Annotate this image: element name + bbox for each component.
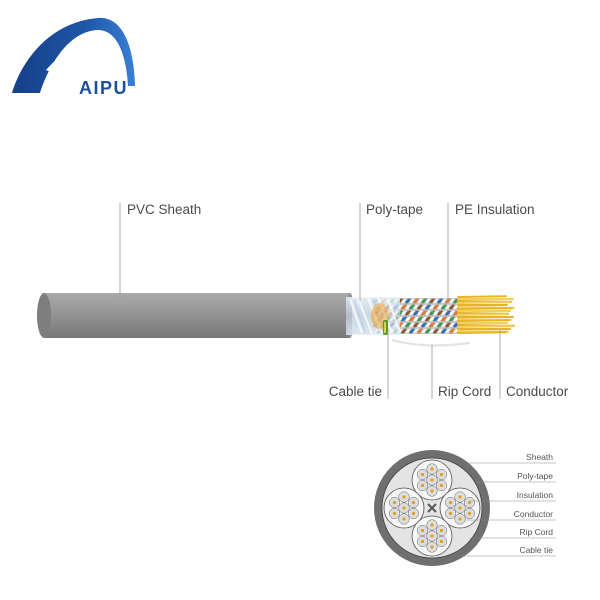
cross-section-conductor bbox=[430, 467, 434, 471]
label-rip-cord: Rip Cord bbox=[438, 384, 491, 399]
cross-section-conductor bbox=[430, 545, 434, 549]
conductor-strand bbox=[457, 301, 510, 304]
conductor-strand bbox=[457, 331, 507, 334]
cross-section-conductor bbox=[439, 472, 444, 477]
cross-section-pairs bbox=[383, 459, 481, 557]
cross-section-conductor bbox=[402, 517, 406, 521]
label-pvc-sheath: PVC Sheath bbox=[127, 202, 201, 217]
pvc-sheath-left-end bbox=[37, 293, 51, 338]
cross-section-conductor bbox=[402, 506, 406, 510]
conductor-strand bbox=[457, 325, 513, 328]
cross-section-conductor bbox=[430, 534, 434, 538]
xs-label-conductor: Conductor bbox=[514, 509, 553, 519]
xs-label-poly-tape: Poly-tape bbox=[517, 471, 553, 481]
conductors bbox=[457, 295, 515, 334]
cross-section-conductor bbox=[411, 511, 416, 516]
cross-section-conductor bbox=[402, 495, 406, 499]
xs-label-cable-tie: Cable tie bbox=[519, 545, 553, 555]
cross-section-conductor bbox=[439, 483, 444, 488]
logo-notch-icon bbox=[46, 34, 100, 74]
label-cable-tie: Cable tie bbox=[329, 384, 382, 399]
label-conductor: Conductor bbox=[506, 384, 569, 399]
cross-section-conductor bbox=[392, 511, 397, 516]
cross-section-conductor bbox=[430, 523, 434, 527]
cross-section-leader-lines bbox=[462, 462, 556, 557]
cross-section-conductor bbox=[448, 511, 453, 516]
pvc-sheath bbox=[44, 293, 350, 338]
cross-section-conductor bbox=[448, 500, 453, 505]
cross-section-conductor bbox=[430, 478, 434, 482]
cross-section-conductor bbox=[392, 500, 397, 505]
cross-section-conductor bbox=[420, 539, 425, 544]
cross-section-conductor bbox=[439, 528, 444, 533]
label-poly-tape: Poly-tape bbox=[366, 202, 423, 217]
logo-text: AIPU bbox=[79, 78, 128, 98]
cross-section-conductor bbox=[458, 517, 462, 521]
cross-section-labels: Sheath Poly-tape Insulation Conductor Ri… bbox=[514, 452, 553, 555]
cross-section-conductor bbox=[420, 483, 425, 488]
cross-section-conductor bbox=[411, 500, 416, 505]
cable-illustration bbox=[37, 293, 515, 347]
cross-section-conductor bbox=[420, 472, 425, 477]
xs-label-rip-cord: Rip Cord bbox=[519, 527, 553, 537]
conductor-strand bbox=[457, 307, 513, 310]
xs-label-sheath: Sheath bbox=[526, 452, 553, 462]
rip-cord bbox=[391, 338, 471, 347]
cross-section-conductor bbox=[430, 489, 434, 493]
cross-section-rip-cord bbox=[427, 503, 437, 513]
cable-tie-strap-highlight bbox=[384, 322, 386, 333]
cross-section-conductor bbox=[458, 495, 462, 499]
label-pe-insulation: PE Insulation bbox=[455, 202, 535, 217]
cable-labels: PVC Sheath Poly-tape PE Insulation Cable… bbox=[127, 202, 569, 399]
cross-section-conductor bbox=[467, 500, 472, 505]
xs-label-insulation: Insulation bbox=[517, 490, 554, 500]
conductor-strand bbox=[457, 295, 507, 298]
cross-section-conductor bbox=[439, 539, 444, 544]
cable-leader-lines bbox=[119, 203, 501, 399]
aipu-logo: AIPU bbox=[12, 17, 135, 98]
conductor-strand bbox=[457, 319, 510, 322]
cross-section-conductor bbox=[458, 506, 462, 510]
cross-section-conductor bbox=[467, 511, 472, 516]
cross-section bbox=[374, 450, 490, 566]
logo-arch-icon bbox=[12, 17, 135, 93]
cross-section-conductor bbox=[420, 528, 425, 533]
cable-tie bbox=[371, 303, 389, 335]
conductor-strand bbox=[457, 313, 507, 316]
